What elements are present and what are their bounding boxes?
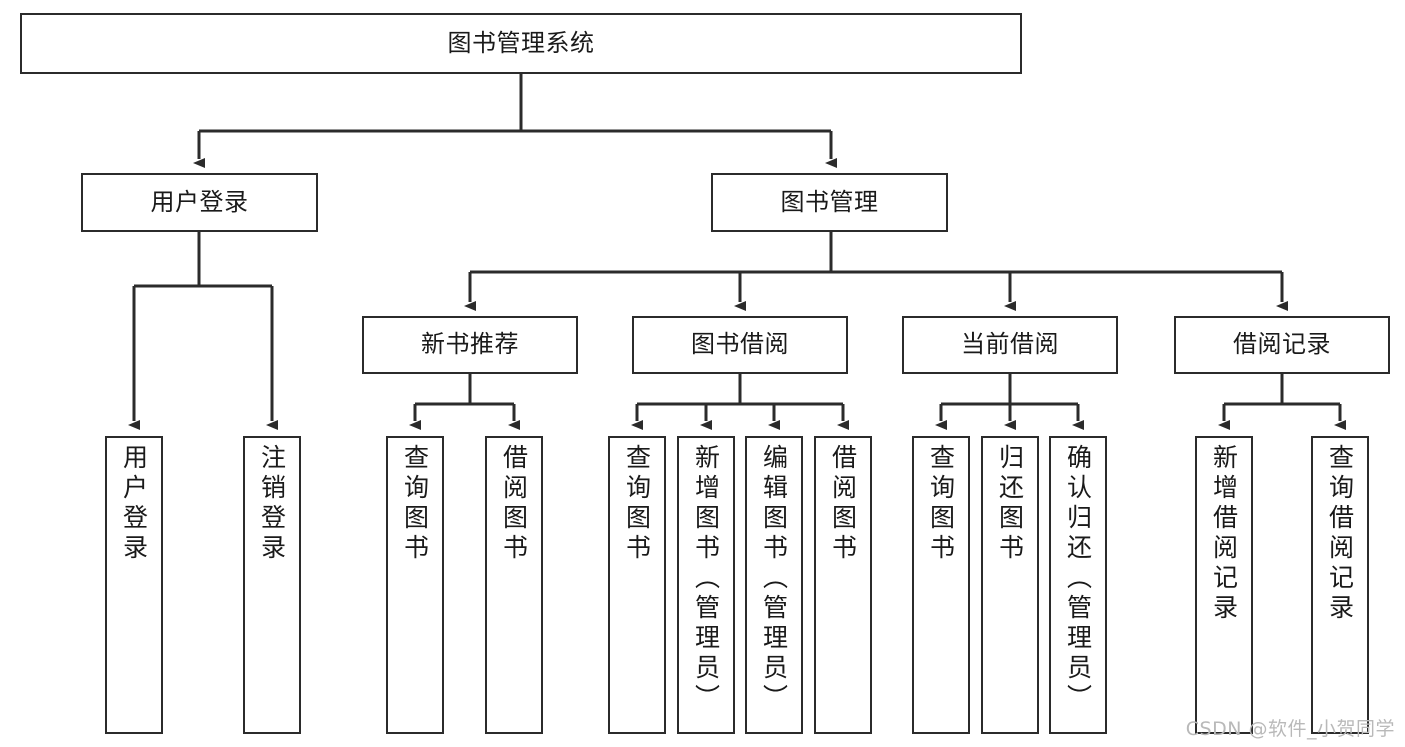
node-leaf-add-book[interactable]: 新增图书（管理员） [677,436,735,734]
node-leaf-add-record-label: 新增借阅记录 [1209,444,1239,624]
node-leaf-add-book-label: 新增图书（管理员） [691,444,721,714]
node-leaf-logout[interactable]: 注销登录 [243,436,301,734]
node-leaf-query-book-1-label: 查询图书 [400,444,430,564]
node-current-borrow[interactable]: 当前借阅 [902,316,1118,374]
node-borrow-record[interactable]: 借阅记录 [1174,316,1390,374]
node-leaf-query-record[interactable]: 查询借阅记录 [1311,436,1369,734]
node-book-borrow-label: 图书借阅 [691,330,789,359]
node-leaf-return-book-label: 归还图书 [995,444,1025,564]
node-leaf-logout-label: 注销登录 [257,444,287,564]
node-root-label: 图书管理系统 [447,28,595,57]
node-book-manage-label: 图书管理 [780,187,879,216]
node-book-borrow[interactable]: 图书借阅 [632,316,848,374]
node-borrow-record-label: 借阅记录 [1233,330,1331,359]
node-leaf-user-login-label: 用户登录 [119,444,149,564]
node-leaf-borrow-book-1[interactable]: 借阅图书 [485,436,543,734]
node-leaf-borrow-book-2-label: 借阅图书 [828,444,858,564]
node-leaf-confirm-return-label: 确认归还（管理员） [1063,444,1093,714]
node-root[interactable]: 图书管理系统 [20,13,1022,74]
node-user-login-label: 用户登录 [150,187,249,216]
node-leaf-return-book[interactable]: 归还图书 [981,436,1039,734]
node-leaf-query-book-1[interactable]: 查询图书 [386,436,444,734]
csdn-watermark: CSDN @软件_小贺同学 [1185,718,1395,740]
node-leaf-query-record-label: 查询借阅记录 [1325,444,1355,624]
node-leaf-edit-book[interactable]: 编辑图书（管理员） [745,436,803,734]
node-leaf-confirm-return[interactable]: 确认归还（管理员） [1049,436,1107,734]
node-new-book-rec[interactable]: 新书推荐 [362,316,578,374]
node-user-login[interactable]: 用户登录 [81,173,318,232]
node-leaf-edit-book-label: 编辑图书（管理员） [759,444,789,714]
node-leaf-query-book-3-label: 查询图书 [926,444,956,564]
node-leaf-query-book-3[interactable]: 查询图书 [912,436,970,734]
node-leaf-user-login[interactable]: 用户登录 [105,436,163,734]
node-leaf-query-book-2[interactable]: 查询图书 [608,436,666,734]
node-leaf-borrow-book-2[interactable]: 借阅图书 [814,436,872,734]
node-leaf-borrow-book-1-label: 借阅图书 [499,444,529,564]
node-new-book-rec-label: 新书推荐 [421,330,519,359]
node-current-borrow-label: 当前借阅 [961,330,1059,359]
node-leaf-query-book-2-label: 查询图书 [622,444,652,564]
node-book-manage[interactable]: 图书管理 [711,173,948,232]
node-leaf-add-record[interactable]: 新增借阅记录 [1195,436,1253,734]
